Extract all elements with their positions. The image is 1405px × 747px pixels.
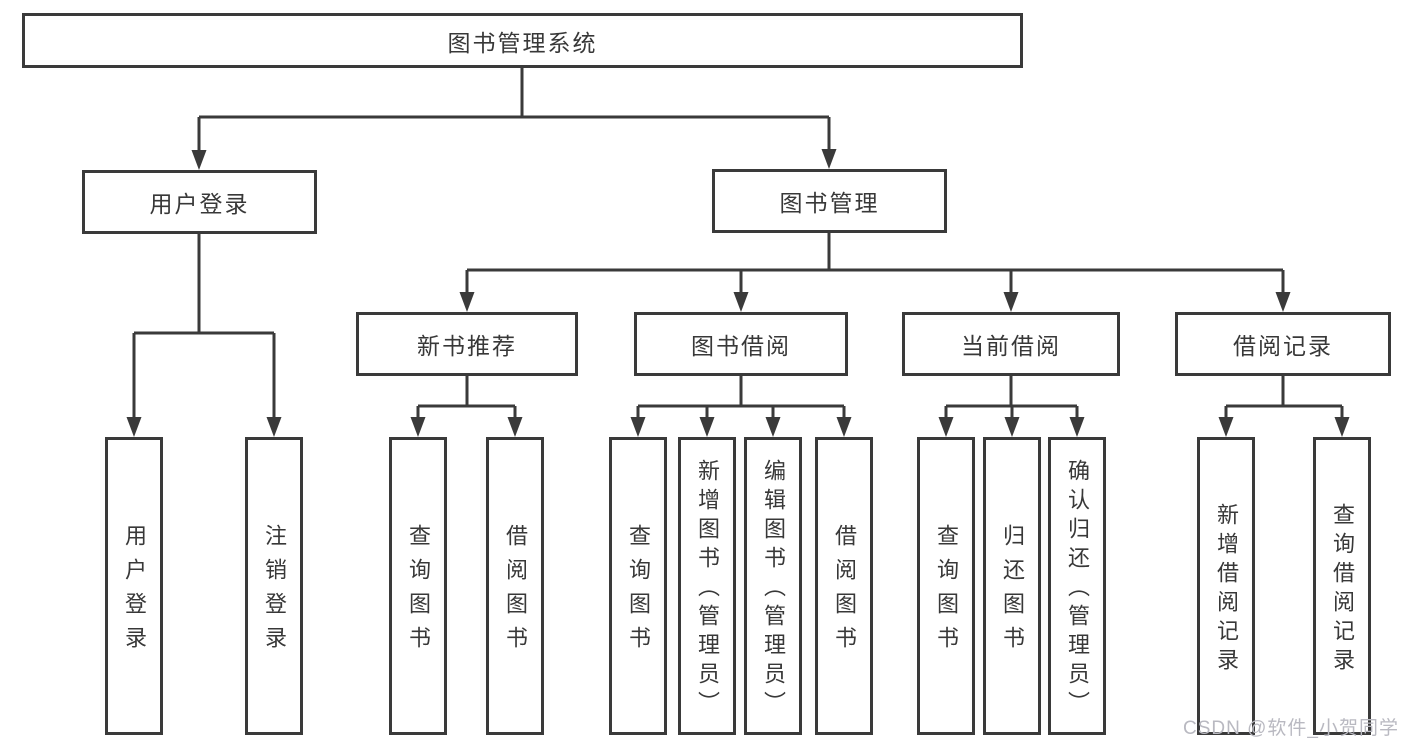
node-book-borrowing: 图书借阅 — [634, 312, 848, 376]
node-label: 新增图书（管理员） — [695, 459, 720, 720]
leaf-add-books-admin: 新增图书（管理员） — [678, 437, 736, 735]
node-label: 归还图书 — [1000, 524, 1025, 660]
node-label: 借阅记录 — [1233, 333, 1333, 359]
node-label: 查询图书 — [406, 524, 431, 660]
arrowheads — [126, 149, 1350, 437]
node-label: 用户登录 — [149, 191, 250, 217]
node-label: 用户登录 — [122, 524, 147, 660]
node-current-borrowing: 当前借阅 — [902, 312, 1120, 376]
leaf-borrow-books: 借阅图书 — [815, 437, 873, 735]
leaf-query-borrow-record: 查询借阅记录 — [1313, 437, 1371, 735]
node-library-management-system: 图书管理系统 — [22, 13, 1023, 68]
leaf-edit-books-admin: 编辑图书（管理员） — [744, 437, 802, 735]
node-user-login-branch: 用户登录 — [82, 170, 317, 234]
node-label: 当前借阅 — [961, 333, 1061, 359]
leaf-query-books-current: 查询图书 — [917, 437, 975, 735]
leaf-query-books-borrow: 查询图书 — [609, 437, 667, 735]
csdn-watermark: CSDN @软件_小贺同学 — [1183, 718, 1399, 739]
node-label: 注销登录 — [262, 524, 287, 660]
leaf-add-borrow-record: 新增借阅记录 — [1197, 437, 1255, 735]
node-label: 借阅图书 — [832, 524, 857, 660]
node-label: 查询图书 — [626, 524, 651, 660]
node-label: 编辑图书（管理员） — [761, 459, 786, 720]
node-label: 图书借阅 — [691, 333, 791, 359]
node-label: 查询图书 — [934, 524, 959, 660]
leaf-user-login: 用户登录 — [105, 437, 163, 735]
node-label: 新书推荐 — [417, 333, 517, 359]
leaf-return-books: 归还图书 — [983, 437, 1041, 735]
node-new-book-recommend: 新书推荐 — [356, 312, 578, 376]
node-book-management-branch: 图书管理 — [712, 169, 947, 233]
node-label: 图书管理系统 — [447, 29, 598, 56]
leaf-logout: 注销登录 — [245, 437, 303, 735]
leaf-borrow-books-recommend: 借阅图书 — [486, 437, 544, 735]
node-borrowing-records: 借阅记录 — [1175, 312, 1391, 376]
leaf-query-books-recommend: 查询图书 — [389, 437, 447, 735]
leaf-confirm-return-admin: 确认归还（管理员） — [1048, 437, 1106, 735]
node-label: 确认归还（管理员） — [1065, 459, 1090, 720]
node-label: 图书管理 — [779, 190, 880, 216]
node-label: 新增借阅记录 — [1214, 502, 1239, 677]
node-label: 查询借阅记录 — [1330, 502, 1355, 677]
node-label: 借阅图书 — [503, 524, 528, 660]
